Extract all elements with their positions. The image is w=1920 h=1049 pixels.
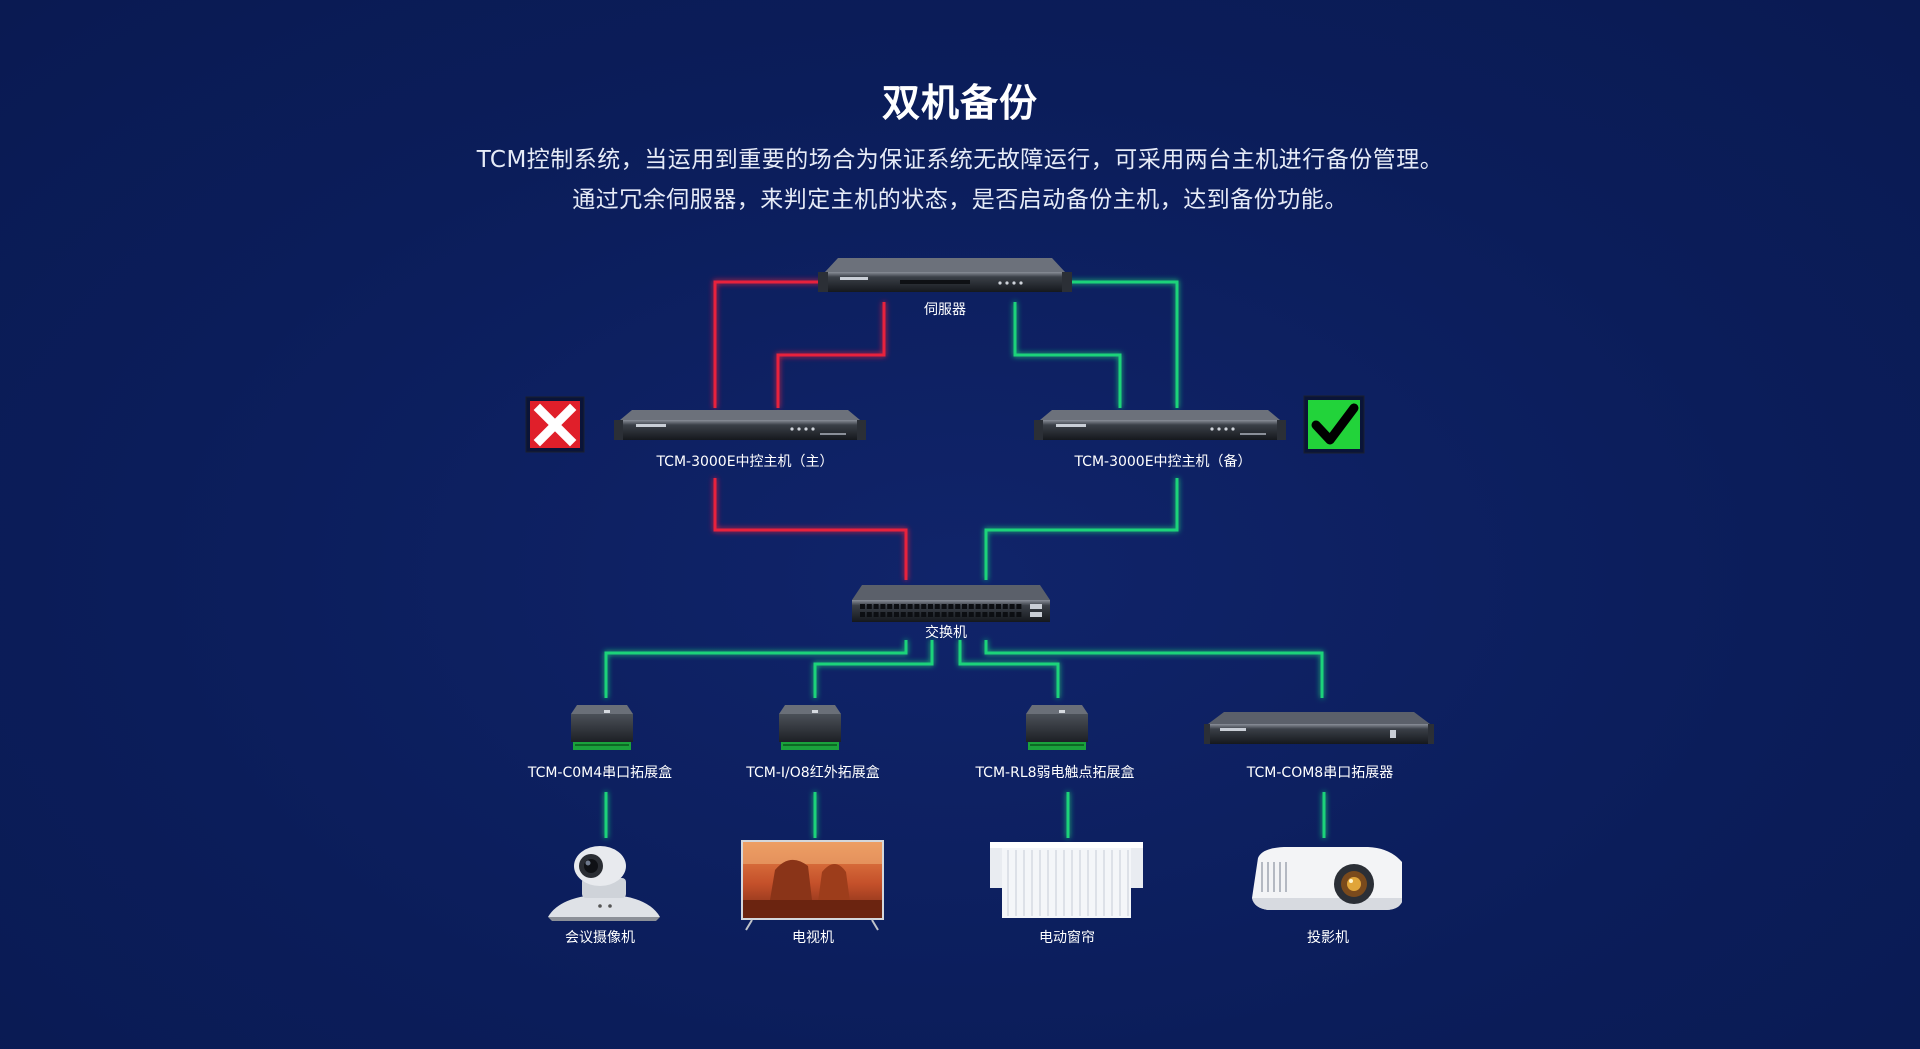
switch-port: [914, 604, 920, 609]
curtain-icon: 电动窗帘: [990, 842, 1143, 946]
switch-port: [934, 604, 940, 609]
cross-icon: [525, 396, 585, 453]
switch-port: [934, 612, 940, 617]
switch-port: [982, 612, 988, 617]
television-icon: 电视机: [741, 840, 884, 946]
switch-port: [975, 612, 981, 617]
link-switch-exp4: [984, 640, 1324, 698]
switch-port: [968, 612, 974, 617]
link-server-backup-a: [1066, 280, 1179, 408]
switch-port: [1016, 604, 1022, 609]
expander-1-label: TCM-C0M4串口拓展盒: [527, 764, 672, 781]
switch-port: [900, 612, 906, 617]
host-main-label: TCM-3000E中控主机（主）: [655, 454, 833, 470]
link-server-main-b: [776, 302, 886, 408]
switch-port: [900, 604, 906, 609]
expander-4-label: TCM-COM8串口拓展器: [1246, 765, 1393, 781]
switch-port: [928, 612, 933, 617]
switch-port: [1002, 604, 1008, 609]
switch-port: [996, 604, 1001, 609]
switch-port: [948, 604, 954, 609]
switch-port: [921, 612, 927, 617]
switch-port: [914, 612, 920, 617]
switch-port: [860, 604, 865, 609]
link-server-backup-b: [1013, 302, 1122, 408]
switch-port: [941, 604, 947, 609]
switch-port: [907, 604, 913, 609]
switch-port: [873, 612, 879, 617]
switch-port: [975, 604, 981, 609]
server-device: 伺服器: [818, 258, 1072, 318]
expander-box-2: TCM-I/O8红外拓展盒: [745, 705, 880, 781]
switch-port: [860, 612, 865, 617]
link-backup-switch: [984, 478, 1179, 580]
switch-port: [955, 604, 961, 609]
switch-port: [955, 612, 961, 617]
switch-port: [982, 604, 988, 609]
switch-port: [907, 612, 913, 617]
switch-port: [968, 604, 974, 609]
switch-port: [996, 612, 1001, 617]
switch-port: [880, 612, 886, 617]
switch-port: [989, 604, 995, 609]
switch-port: [962, 612, 967, 617]
tv-label: 电视机: [792, 930, 834, 946]
switch-device: 交换机: [852, 585, 1050, 641]
projector-icon: 投影机: [1252, 847, 1402, 946]
expander-3-label: TCM-RL8弱电触点拓展盒: [974, 764, 1134, 781]
expander-box-1: TCM-C0M4串口拓展盒: [527, 705, 672, 781]
switch-port: [921, 604, 927, 609]
switch-port: [1002, 612, 1008, 617]
switch-port: [894, 612, 899, 617]
switch-port: [866, 612, 872, 617]
expander-box-3: TCM-RL8弱电触点拓展盒: [974, 705, 1135, 781]
host-main-device: TCM-3000E中控主机（主）: [614, 410, 866, 470]
expander-2-label: TCM-I/O8红外拓展盒: [745, 764, 879, 781]
switch-port: [1009, 604, 1015, 609]
camera-label: 会议摄像机: [565, 930, 635, 946]
ptz-camera-icon: 会议摄像机: [548, 846, 660, 946]
check-icon: [1303, 395, 1365, 454]
expander-rack-4: TCM-COM8串口拓展器: [1204, 712, 1434, 781]
link-main-switch: [713, 478, 908, 580]
link-switch-exp3: [958, 640, 1060, 698]
curtain-label: 电动窗帘: [1039, 929, 1095, 946]
switch-port: [887, 612, 893, 617]
switch-port: [941, 612, 947, 617]
switch-port: [873, 604, 879, 609]
switch-port: [880, 604, 886, 609]
host-backup-label: TCM-3000E中控主机（备）: [1073, 453, 1251, 470]
description-line-2: 通过冗余伺服器，来判定主机的状态，是否启动备份主机，达到备份功能。: [572, 187, 1348, 213]
link-switch-exp1: [604, 640, 908, 698]
switch-port: [894, 604, 899, 609]
ok-links: [604, 280, 1326, 838]
switch-port: [989, 612, 995, 617]
link-server-main-a: [713, 280, 822, 408]
switch-port: [962, 604, 967, 609]
link-switch-exp2: [813, 640, 934, 698]
fail-links: [713, 280, 908, 580]
switch-port: [887, 604, 893, 609]
description-line-1: TCM控制系统，当运用到重要的场合为保证系统无故障运行，可采用两台主机进行备份管…: [476, 147, 1444, 173]
switch-port: [948, 612, 954, 617]
host-backup-device: TCM-3000E中控主机（备）: [1034, 410, 1286, 470]
switch-port: [1016, 612, 1022, 617]
page-title: 双机备份: [881, 81, 1038, 125]
server-label: 伺服器: [924, 302, 966, 318]
switch-port: [928, 604, 933, 609]
switch-label: 交换机: [925, 624, 967, 641]
projector-label: 投影机: [1307, 930, 1349, 946]
switch-port: [1009, 612, 1015, 617]
switch-port: [866, 604, 872, 609]
